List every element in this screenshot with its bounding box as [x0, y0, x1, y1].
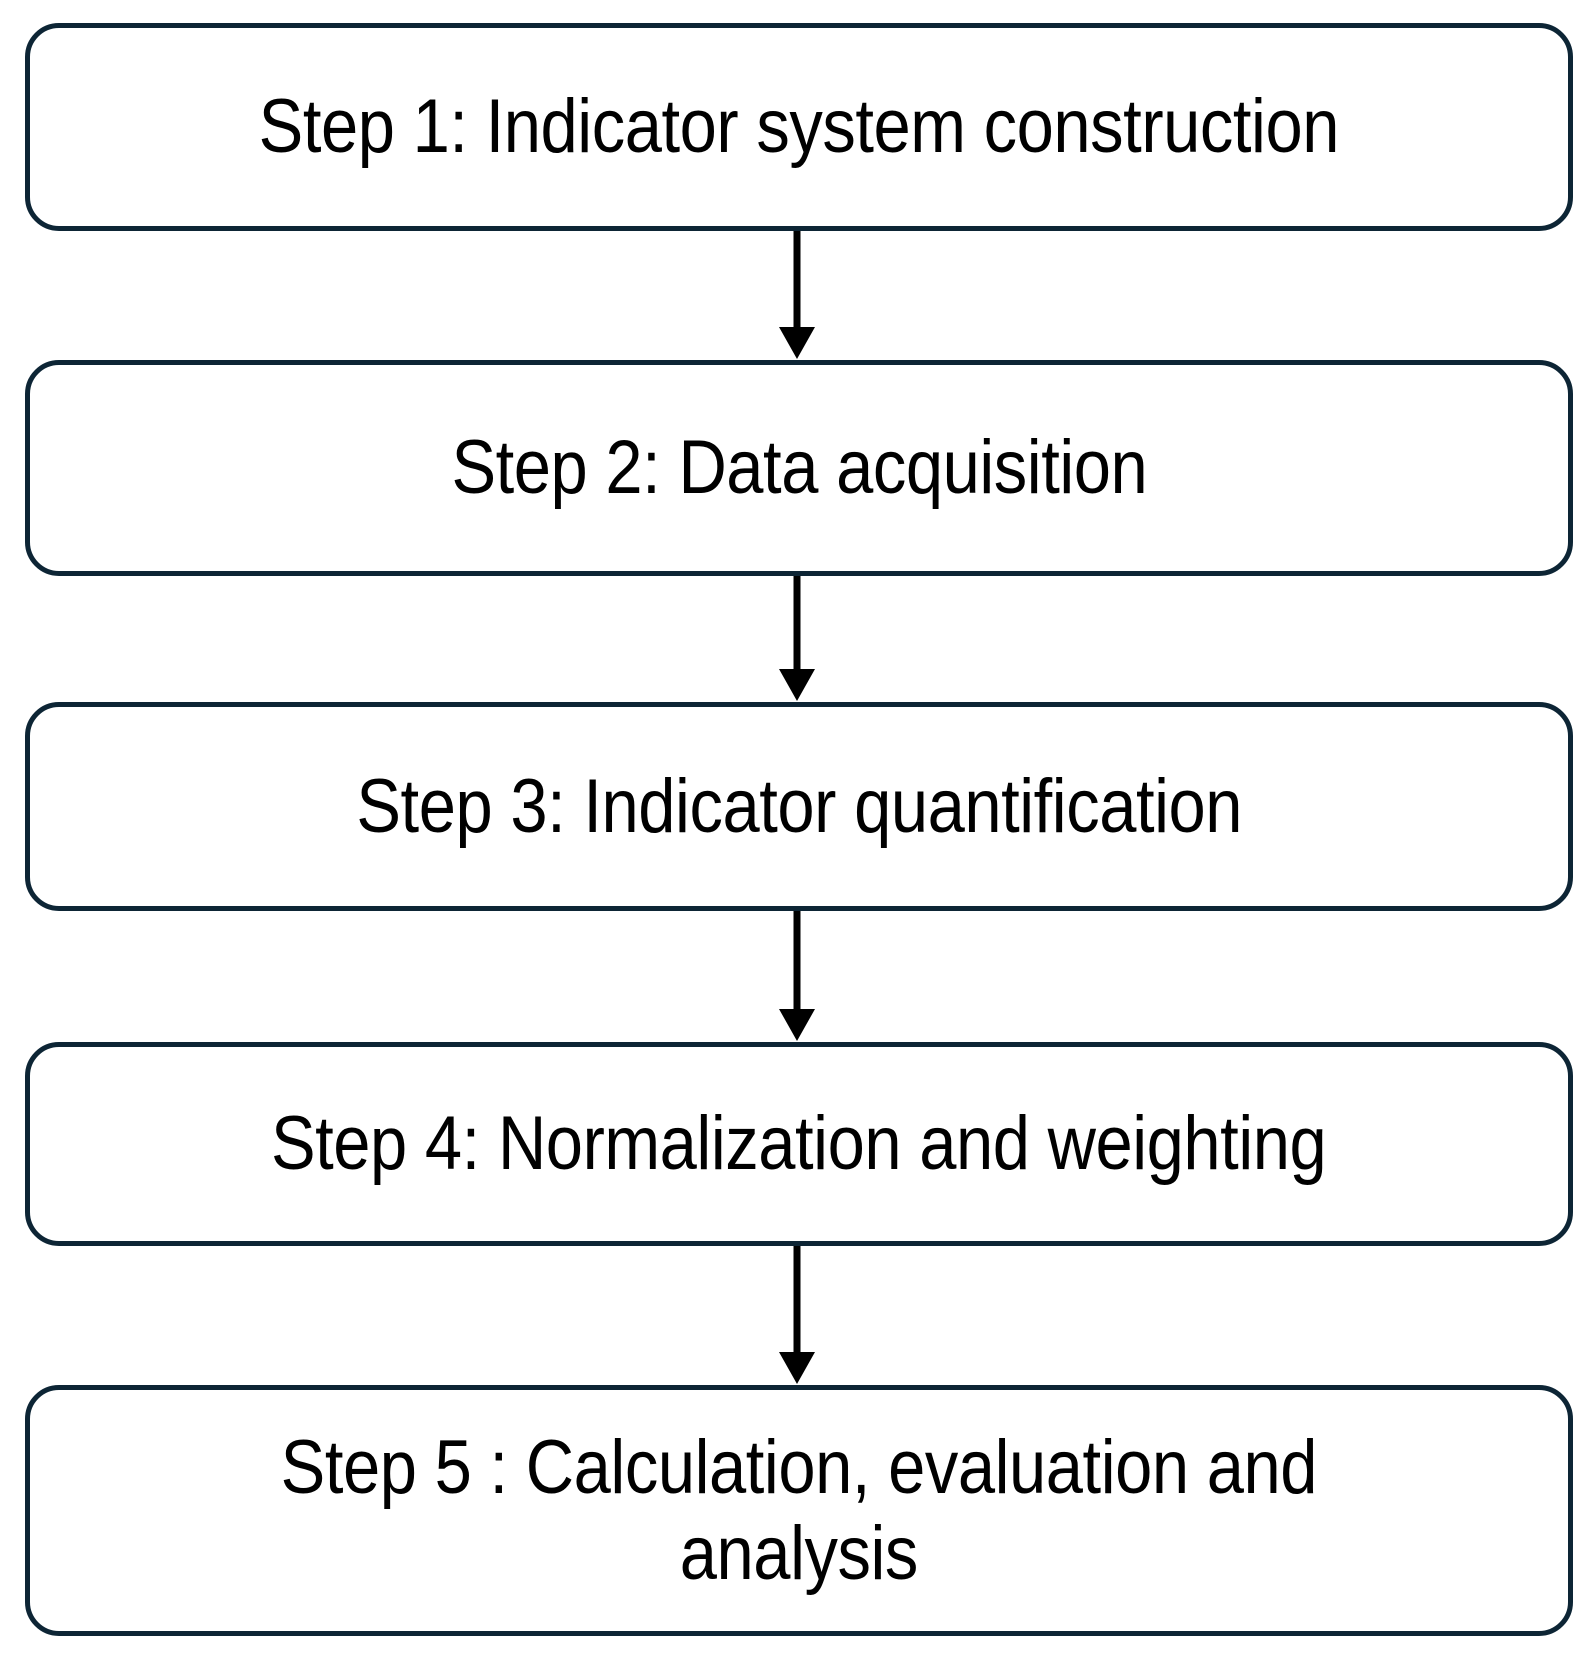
step-box-2[interactable]: Step 2: Data acquisition	[25, 360, 1573, 576]
arrow-step-4-to-step-5	[772, 1246, 822, 1386]
step-box-2-label: Step 2: Data acquisition	[451, 425, 1147, 511]
step-box-4-label: Step 4: Normalization and weighting	[271, 1101, 1327, 1187]
step-box-5[interactable]: Step 5 : Calculation, evaluation and ana…	[25, 1385, 1573, 1636]
step-box-1-label: Step 1: Indicator system construction	[258, 84, 1340, 170]
step-box-3-label: Step 3: Indicator quantification	[356, 763, 1242, 849]
step-box-1[interactable]: Step 1: Indicator system construction	[25, 23, 1573, 231]
step-box-3[interactable]: Step 3: Indicator quantification	[25, 702, 1573, 911]
arrow-step-1-to-step-2	[772, 231, 822, 361]
step-box-4[interactable]: Step 4: Normalization and weighting	[25, 1042, 1573, 1246]
step-box-5-label: Step 5 : Calculation, evaluation and ana…	[280, 1425, 1318, 1596]
arrow-step-2-to-step-3	[772, 576, 822, 703]
arrow-step-3-to-step-4	[772, 911, 822, 1043]
